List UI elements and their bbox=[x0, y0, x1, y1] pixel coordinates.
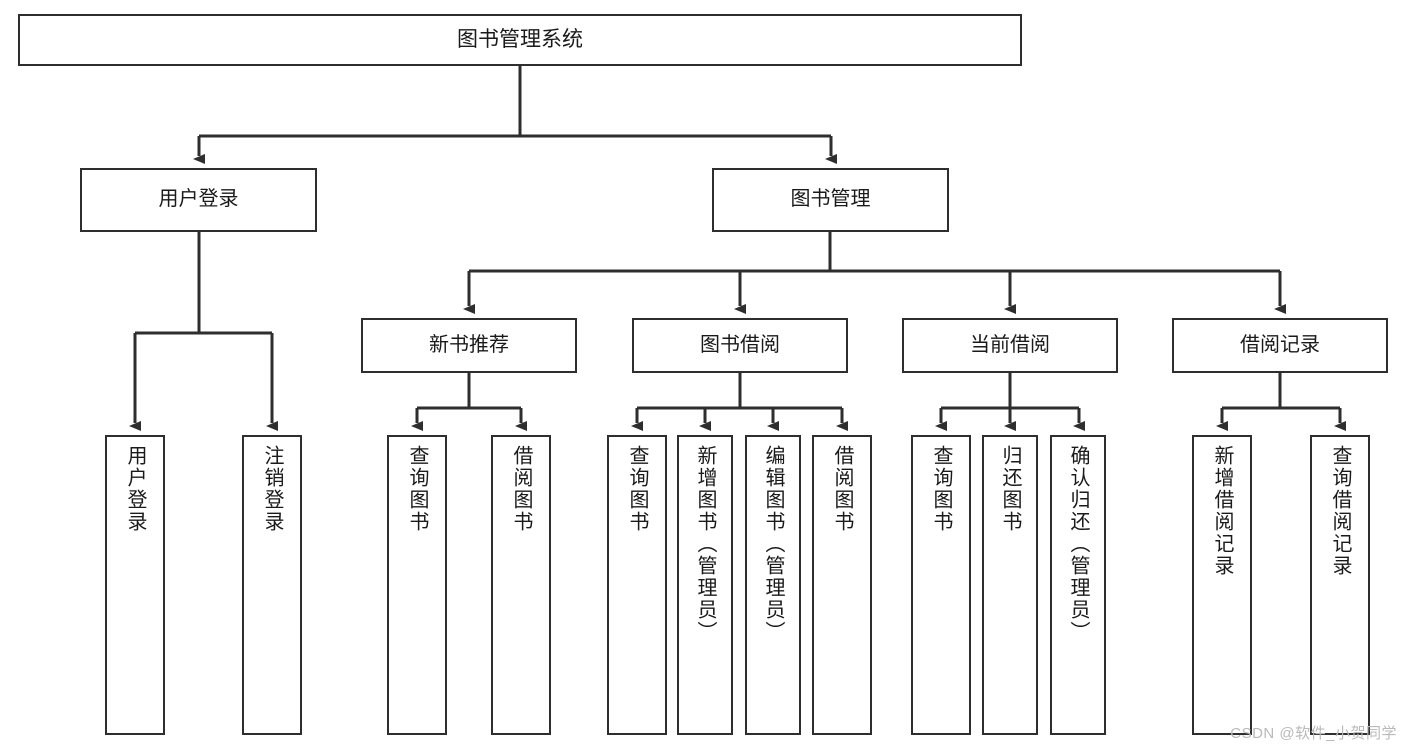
node-label: 确认归还（管理员） bbox=[1067, 445, 1089, 643]
leaf-current-borrow-query[interactable]: 查询图书 bbox=[911, 435, 971, 735]
node-label: 当前借阅 bbox=[970, 333, 1050, 356]
node-current-borrow[interactable]: 当前借阅 bbox=[902, 318, 1118, 373]
node-label: 查询借阅记录 bbox=[1329, 445, 1351, 577]
node-book-management[interactable]: 图书管理 bbox=[712, 168, 949, 232]
leaf-book-borrow-edit[interactable]: 编辑图书（管理员） bbox=[745, 435, 801, 735]
node-label: 注销登录 bbox=[261, 445, 283, 533]
node-label: 新增借阅记录 bbox=[1211, 445, 1233, 577]
node-label: 图书管理系统 bbox=[457, 27, 583, 51]
node-label: 借阅图书 bbox=[510, 445, 532, 533]
leaf-book-borrow-add[interactable]: 新增图书（管理员） bbox=[677, 435, 733, 735]
node-label: 图书管理 bbox=[790, 188, 871, 211]
node-label: 查询图书 bbox=[626, 445, 648, 533]
node-label: 用户登录 bbox=[158, 188, 239, 211]
leaf-new-book-borrow[interactable]: 借阅图书 bbox=[491, 435, 551, 735]
leaf-borrow-record-query[interactable]: 查询借阅记录 bbox=[1310, 435, 1370, 735]
node-book-borrow[interactable]: 图书借阅 bbox=[632, 318, 848, 373]
leaf-book-borrow-borrow[interactable]: 借阅图书 bbox=[812, 435, 872, 735]
node-label: 新书推荐 bbox=[429, 333, 509, 356]
node-label: 借阅记录 bbox=[1240, 333, 1320, 356]
node-label: 编辑图书（管理员） bbox=[762, 445, 784, 643]
node-label: 归还图书 bbox=[999, 445, 1021, 533]
node-label: 查询图书 bbox=[406, 445, 428, 533]
leaf-user-login-login[interactable]: 用户登录 bbox=[105, 435, 165, 735]
node-label: 用户登录 bbox=[124, 445, 146, 533]
node-user-login[interactable]: 用户登录 bbox=[80, 168, 317, 232]
node-new-book-recommend[interactable]: 新书推荐 bbox=[361, 318, 577, 373]
leaf-user-login-logout[interactable]: 注销登录 bbox=[242, 435, 302, 735]
leaf-new-book-query[interactable]: 查询图书 bbox=[387, 435, 447, 735]
node-label: 图书借阅 bbox=[700, 333, 780, 356]
node-borrow-record[interactable]: 借阅记录 bbox=[1172, 318, 1388, 373]
node-label: 新增图书（管理员） bbox=[694, 445, 716, 643]
leaf-borrow-record-add[interactable]: 新增借阅记录 bbox=[1192, 435, 1252, 735]
node-label: 查询图书 bbox=[930, 445, 952, 533]
csdn-watermark: CSDN @软件_小贺同学 bbox=[1230, 725, 1397, 742]
leaf-current-borrow-confirm-return[interactable]: 确认归还（管理员） bbox=[1050, 435, 1106, 735]
leaf-current-borrow-return[interactable]: 归还图书 bbox=[982, 435, 1038, 735]
node-book-management-system[interactable]: 图书管理系统 bbox=[18, 14, 1022, 66]
leaf-book-borrow-query[interactable]: 查询图书 bbox=[607, 435, 667, 735]
node-label: 借阅图书 bbox=[831, 445, 853, 533]
